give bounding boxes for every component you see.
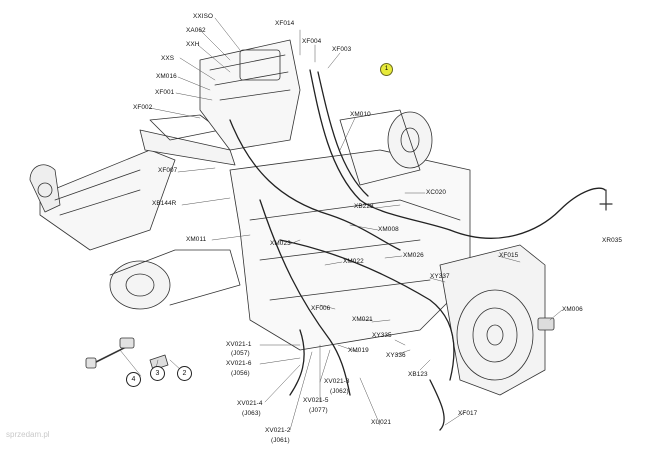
- label-xf014: XF014: [275, 20, 295, 27]
- label-xb228: XB228: [354, 203, 374, 210]
- label-xm026: XM026: [403, 252, 424, 259]
- label-xf006: XF006: [311, 305, 331, 312]
- label-xm022: XM022: [343, 258, 364, 265]
- label-xv021-4: XV021-4: [237, 400, 263, 407]
- label-xu021: XU021: [371, 419, 392, 426]
- label-xa062: XA062: [186, 27, 206, 34]
- label-xf002: XF002: [133, 104, 153, 111]
- label-xy335: XY335: [372, 332, 392, 339]
- label-xm023: XM023: [270, 240, 291, 247]
- label-xf004: XF004: [302, 38, 322, 45]
- label-xf015: XF015: [499, 252, 519, 259]
- callout-3: 3: [150, 366, 165, 381]
- label-xv021-5: XV021-5: [303, 397, 329, 404]
- label-xc020: XC020: [426, 189, 447, 196]
- label-xm010: XM010: [350, 111, 371, 118]
- label-xm011: XM011: [186, 236, 207, 243]
- label-j063: (J063): [242, 410, 261, 417]
- label-xm019: XM019: [348, 347, 369, 354]
- label-xm021: XM021: [352, 316, 373, 323]
- label-xv021-2: XV021-2: [265, 427, 291, 434]
- label-xv021-1: XV021-1: [226, 341, 252, 348]
- label-xf001: XF001: [155, 89, 175, 96]
- label-xxs: XXS: [161, 55, 175, 62]
- label-xb144r: XB144R: [152, 200, 177, 207]
- label-xv021-6: XV021-6: [226, 360, 252, 367]
- label-xm008: XM008: [378, 226, 399, 233]
- label-xxh: XXH: [186, 41, 200, 48]
- label-xy336: XY336: [386, 352, 406, 359]
- label-xr035: XR035: [602, 237, 623, 244]
- label-j057: (J057): [231, 350, 250, 357]
- label-j061: (J061): [271, 437, 290, 444]
- label-xf003: XF003: [332, 46, 352, 53]
- label-xm006: XM006: [562, 306, 583, 313]
- label-xm016: XM016: [156, 73, 177, 80]
- label-j062: (J062): [330, 388, 349, 395]
- label-xf017: XF017: [458, 410, 478, 417]
- label-xb123: XB123: [408, 371, 428, 378]
- callout-4: 4: [126, 372, 141, 387]
- highlight-marker: 1: [380, 63, 393, 76]
- watermark: sprzedam.pl: [6, 430, 50, 439]
- label-xv021-3: XV021-3: [324, 378, 350, 385]
- label-j077: (J077): [309, 407, 328, 414]
- label-xxiso: XXISO: [193, 13, 214, 20]
- label-xf007: XF007: [158, 167, 178, 174]
- callout-2-visible: 2: [177, 366, 192, 381]
- label-xy337: XY337: [430, 273, 450, 280]
- label-j056: (J056): [231, 370, 250, 377]
